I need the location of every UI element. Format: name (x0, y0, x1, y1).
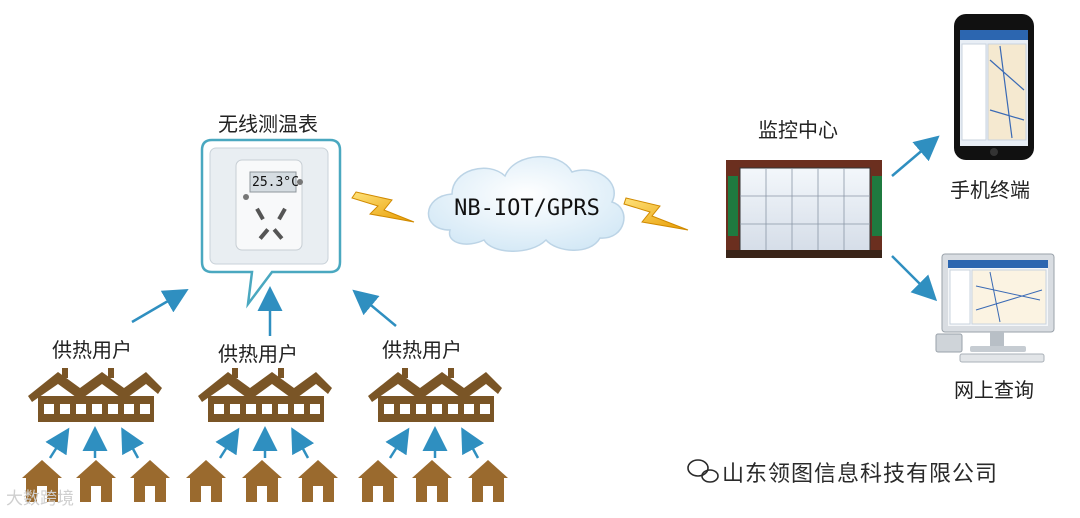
phone-device (954, 14, 1034, 160)
center-title: 监控中心 (758, 118, 838, 142)
watermark-left: 大数跨境 (6, 484, 74, 509)
sensor-bubble (202, 140, 340, 304)
mobile-title: 手机终端 (950, 178, 1030, 202)
house-icon (242, 460, 282, 502)
arrow-group1-to-sensor (132, 294, 180, 322)
sensor-title: 无线测温表 (218, 112, 318, 136)
house-icon (76, 460, 116, 502)
house-row-icon (28, 368, 162, 422)
company-watermark: 山东领图信息科技有限公司 (722, 456, 998, 488)
web-title: 网上查询 (954, 378, 1034, 402)
lightning-icon-right (624, 198, 688, 230)
house-row-icon (368, 368, 502, 422)
arrow-center-to-phone (892, 142, 932, 176)
group-label-1: 供热用户 (52, 338, 132, 362)
house-icon (298, 460, 338, 502)
house-row-icon (198, 368, 332, 422)
house-icon (358, 460, 398, 502)
house-icon (468, 460, 508, 502)
house-icon (412, 460, 452, 502)
group-label-2: 供热用户 (218, 342, 298, 366)
desktop-device (936, 254, 1054, 362)
sensor-display: 25.3°C (252, 175, 294, 190)
network-label: NB-IOT/GPRS (432, 196, 622, 221)
group-label-3: 供热用户 (382, 338, 462, 362)
lightning-icon-left (352, 192, 414, 222)
arrow-group3-to-sensor (360, 296, 396, 326)
house-icon (130, 460, 170, 502)
video-wall (726, 160, 882, 258)
house-icon (186, 460, 226, 502)
wechat-icon (688, 460, 718, 482)
arrow-center-to-web (892, 256, 930, 294)
